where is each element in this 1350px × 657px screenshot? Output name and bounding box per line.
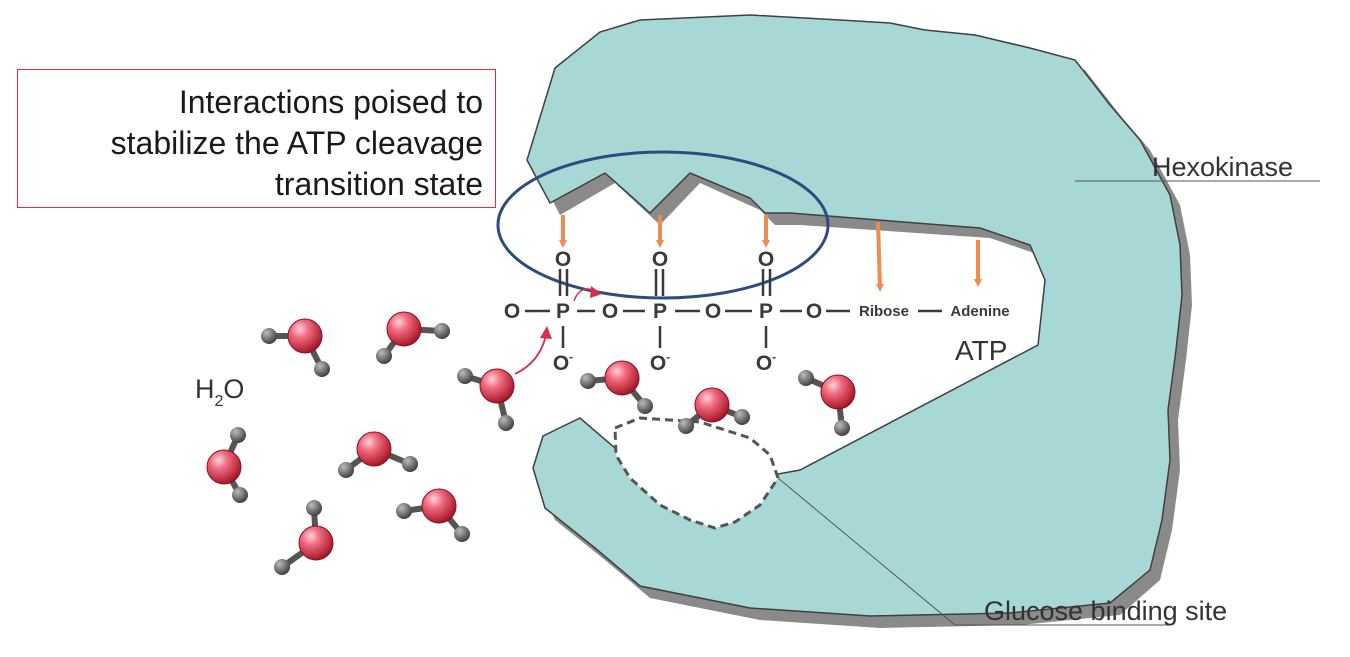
glucose-leader xyxy=(777,477,1170,626)
hydrogen-atom xyxy=(498,415,514,431)
atp-o-atom: O xyxy=(705,300,721,323)
interaction-arrow xyxy=(875,221,884,292)
water-molecules xyxy=(206,311,856,575)
oxygen-atom xyxy=(298,525,334,561)
oxygen-atom xyxy=(479,368,515,404)
atp-o-atom: O xyxy=(504,300,520,323)
callout-line: transition state xyxy=(274,166,483,202)
hydrogen-atom xyxy=(261,328,277,344)
hydrogen-atom xyxy=(274,559,290,575)
oxygen-atom xyxy=(206,449,242,485)
hexokinase-body xyxy=(526,14,1183,617)
hydrogen-atom xyxy=(454,526,470,542)
bond-cleavage-arrowhead xyxy=(590,286,602,298)
water-molecule xyxy=(798,370,856,436)
atp-o-atom: O xyxy=(806,300,822,323)
nucleophilic-attack-arrowhead xyxy=(540,326,552,339)
water-molecule xyxy=(580,360,653,414)
hydrogen-atom xyxy=(402,456,418,472)
hydrogen-atom xyxy=(434,323,450,339)
water-molecule xyxy=(396,488,470,542)
hydrogen-atom xyxy=(306,500,322,516)
oxygen-atom xyxy=(820,374,856,410)
hydrogen-atom xyxy=(457,368,473,384)
atp-label: ATP xyxy=(955,335,1007,366)
nucleophilic-attack-arrow xyxy=(514,334,547,375)
hydrogen-atom xyxy=(798,370,814,386)
atp-o-minus: O- xyxy=(553,350,573,375)
oxygen-atom xyxy=(421,488,457,524)
oxygen-atom xyxy=(386,311,422,347)
oxygen-atom xyxy=(604,360,640,396)
atp-o-atom: O xyxy=(652,248,668,271)
hydrogen-atom xyxy=(376,348,392,364)
hydrogen-atom xyxy=(834,420,850,436)
transition-state-callout: Interactions poised to stabilize the ATP… xyxy=(17,69,496,208)
glucose-binding-site xyxy=(613,416,780,530)
hydrogen-atom xyxy=(232,487,248,503)
hexokinase-label: Hexokinase xyxy=(1152,152,1293,182)
ribose-label: Ribose xyxy=(859,303,909,320)
water-molecule xyxy=(261,318,330,377)
oxygen-atom xyxy=(287,318,323,354)
water-molecule xyxy=(338,431,418,478)
atp-p-atom: P xyxy=(556,300,570,323)
glucose-site-label: Glucose binding site xyxy=(984,596,1227,626)
adenine-label: Adenine xyxy=(950,303,1009,320)
callout-line: stabilize the ATP cleavage xyxy=(110,125,483,161)
atp-o-minus: O- xyxy=(650,350,670,375)
water-molecule xyxy=(376,311,450,364)
atp-o-atom: O xyxy=(602,300,618,323)
hydrogen-atom xyxy=(314,361,330,377)
hydrogen-atom xyxy=(734,409,750,425)
callout-line: Interactions poised to xyxy=(178,84,483,120)
hydrogen-atom xyxy=(230,427,246,443)
atp-p-atom: P xyxy=(653,300,667,323)
atp-o-atom: O xyxy=(758,248,774,271)
hydrogen-atom xyxy=(580,373,596,389)
highlight-ellipse xyxy=(496,150,830,300)
atp-bonds xyxy=(525,269,942,348)
oxygen-atom xyxy=(694,387,730,423)
hydrogen-atom xyxy=(678,418,694,434)
atp-p-atom: P xyxy=(759,300,773,323)
water-molecule xyxy=(206,427,248,503)
hydrogen-atom xyxy=(396,503,412,519)
hydrogen-atom xyxy=(637,398,653,414)
hydrogen-atom xyxy=(338,462,354,478)
water-label: H2O xyxy=(195,374,244,410)
oxygen-atom xyxy=(356,431,392,467)
atp-o-atom: O xyxy=(555,248,571,271)
atp-o-minus: O- xyxy=(756,350,776,375)
water-molecule xyxy=(678,387,750,434)
water-molecule xyxy=(274,500,334,575)
water-molecule xyxy=(457,368,515,431)
